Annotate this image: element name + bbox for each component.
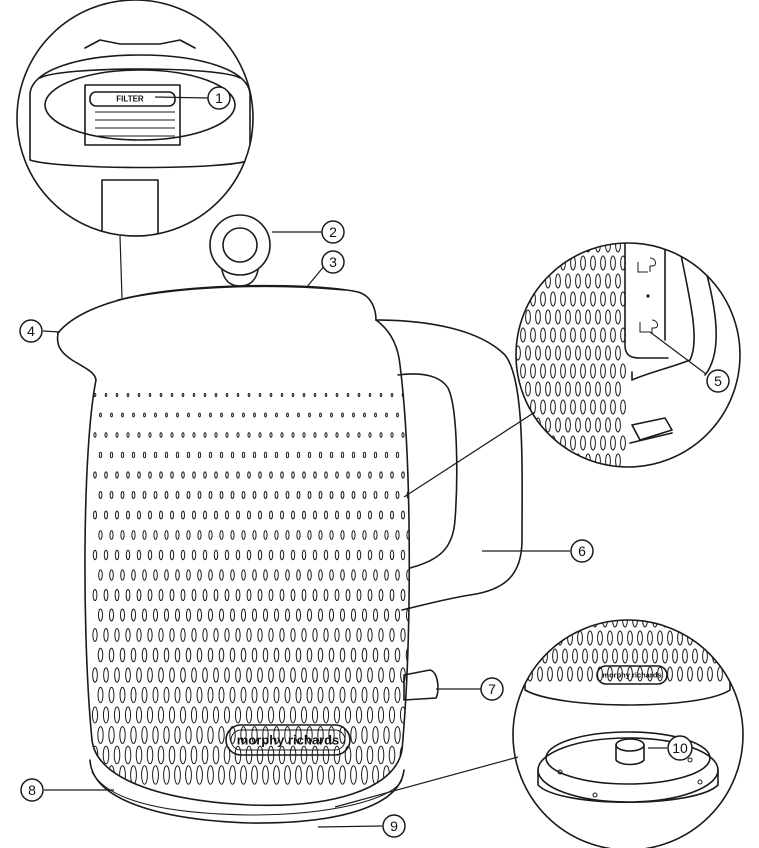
brand-label: morphy richards <box>237 733 340 748</box>
callout-10: 10 <box>667 735 693 761</box>
lid-handle-ring <box>209 214 271 276</box>
callout-9-number: 9 <box>390 818 398 834</box>
callout-6: 6 <box>570 539 594 563</box>
callout-4: 4 <box>19 319 43 343</box>
callout-8-number: 8 <box>28 782 36 798</box>
callout-1: 1 <box>207 86 231 110</box>
detail-circle-filter: FILTER <box>16 0 254 299</box>
brand-badge: morphy richards <box>225 724 351 756</box>
base-brand-label: morphy richards <box>602 671 661 680</box>
callout-9: 9 <box>382 814 406 838</box>
callout-7-number: 7 <box>488 681 496 697</box>
callout-2: 2 <box>321 220 345 244</box>
callout-10-number: 10 <box>672 740 688 756</box>
detail-circle-base: morphy richards <box>334 619 744 848</box>
kettle-body-outline <box>84 319 411 807</box>
callout-3-number: 3 <box>329 254 337 270</box>
lid-handle-hole <box>222 227 258 263</box>
callout-leaders <box>42 96 707 828</box>
callout-3: 3 <box>321 250 345 274</box>
lid-outline <box>117 285 346 301</box>
callout-5: 5 <box>706 369 730 393</box>
kettle-top-rim <box>57 284 377 334</box>
callout-8: 8 <box>20 778 44 802</box>
callout-4-number: 4 <box>27 323 35 339</box>
handle-outline <box>375 319 523 611</box>
kettle-main: morphy richards <box>56 214 523 824</box>
callout-5-number: 5 <box>714 373 722 389</box>
base-ring-outline <box>89 759 405 824</box>
callout-1-number: 1 <box>215 90 223 106</box>
switch-outline <box>403 669 439 701</box>
detail-circle-window <box>403 242 741 498</box>
callout-2-number: 2 <box>329 224 337 240</box>
filter-label: FILTER <box>116 95 144 104</box>
spout-outline <box>56 332 97 381</box>
callout-7: 7 <box>480 677 504 701</box>
handle-inner-outline <box>397 373 458 569</box>
callout-6-number: 6 <box>578 543 586 559</box>
